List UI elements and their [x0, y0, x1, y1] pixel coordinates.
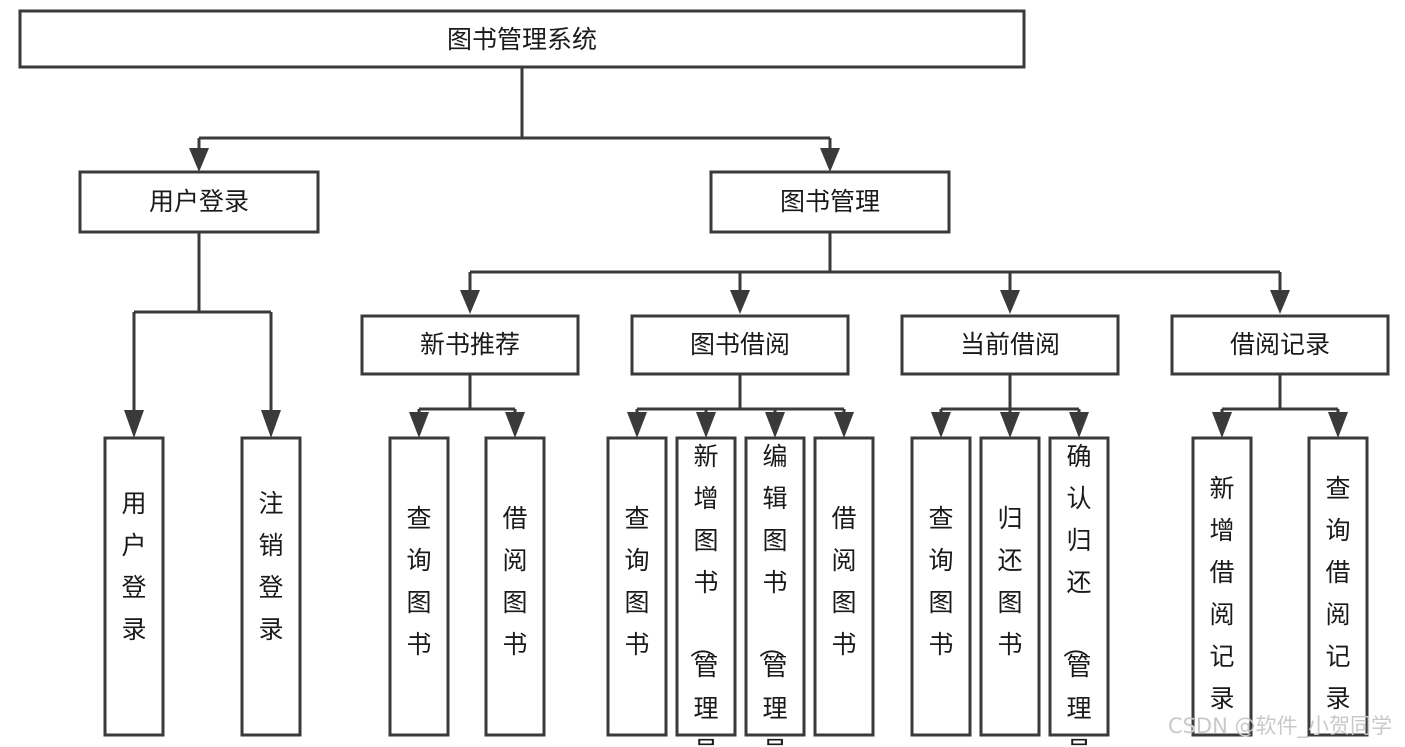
arrow-to-borrowrecord [1270, 290, 1290, 314]
leaf-book-borrow-borrow[interactable]: 借阅图书 [813, 436, 875, 737]
node-current-borrow-box [900, 314, 1120, 376]
leaf-book-borrow-edit-box [744, 436, 806, 737]
node-book-management[interactable]: 图书管理 [709, 170, 951, 234]
arrow-to-leaf-newbook-2 [505, 412, 525, 438]
arrow-to-leaf-bookborrow-3 [765, 412, 785, 438]
arrow-to-leaf-newbook-1 [409, 412, 429, 438]
node-book-management-label: 图书管理 [780, 187, 880, 216]
node-current-borrow-label: 当前借阅 [960, 330, 1060, 359]
leaf-current-borrow-return[interactable]: 归还图书 [979, 436, 1041, 737]
node-new-book-recommend-box [360, 314, 580, 376]
leaf-user-login-login-label: 用户登录 [121, 489, 146, 644]
leaf-current-borrow-confirm[interactable]: 确认归还（管理员） [1048, 436, 1110, 747]
node-new-book-recommend-label: 新书推荐 [420, 330, 520, 359]
node-current-borrow[interactable]: 当前借阅 [900, 314, 1120, 376]
node-root-book-management-system[interactable]: 图书管理系统 [18, 9, 1026, 69]
leaf-borrow-record-query-box [1307, 436, 1369, 737]
leaf-borrow-record-add[interactable]: 新增借阅记录 [1191, 436, 1253, 737]
leaf-current-borrow-query-label: 查询图书 [928, 504, 953, 659]
arrow-to-leaf-borrowrecord-2 [1328, 412, 1348, 438]
leaf-book-borrow-add-box [675, 436, 737, 737]
arrow-to-userlogin [189, 148, 209, 172]
leaf-borrow-record-query[interactable]: 查询借阅记录 [1307, 436, 1369, 737]
arrow-to-leaf-bookborrow-2 [696, 412, 716, 438]
leaf-user-login-logout-label: 注销登录 [258, 489, 283, 644]
leaf-current-borrow-return-label: 归还图书 [997, 504, 1022, 659]
arrow-to-leaf-bookborrow-1 [627, 412, 647, 438]
leaf-user-login-logout[interactable]: 注销登录 [240, 436, 302, 737]
leaf-book-borrow-edit-label: 编辑图书（管理员） [756, 442, 787, 747]
leaf-book-borrow-query-label: 查询图书 [624, 504, 649, 659]
node-book-borrow[interactable]: 图书借阅 [630, 314, 850, 376]
leaf-book-borrow-query[interactable]: 查询图书 [606, 436, 668, 737]
leaf-current-borrow-query[interactable]: 查询图书 [910, 436, 972, 737]
arrow-to-leaf-borrowrecord-1 [1212, 412, 1232, 438]
arrow-to-leaf-userlogin-2 [261, 410, 281, 438]
leaf-user-login-logout-box [240, 436, 302, 737]
leaf-new-book-query-label: 查询图书 [406, 504, 431, 659]
arrow-to-leaf-currentborrow-3 [1069, 412, 1089, 438]
leaf-borrow-record-add-label: 新增借阅记录 [1209, 474, 1234, 713]
leaf-new-book-borrow-label: 借阅图书 [502, 504, 527, 659]
arrow-to-leaf-bookborrow-4 [834, 412, 854, 438]
leaf-new-book-query-box [388, 436, 450, 737]
leaf-borrow-record-add-box [1191, 436, 1253, 737]
node-borrow-record-box [1170, 314, 1390, 376]
arrow-to-leaf-currentborrow-2 [1000, 412, 1020, 438]
node-borrow-record-label: 借阅记录 [1230, 330, 1330, 359]
arrowheads-group [124, 148, 1348, 438]
leaf-book-borrow-borrow-box [813, 436, 875, 737]
node-user-login-label: 用户登录 [149, 187, 249, 216]
leaf-current-borrow-return-box [979, 436, 1041, 737]
arrow-to-currentborrow [1000, 290, 1020, 314]
node-root-label: 图书管理系统 [447, 25, 597, 54]
node-root-box [18, 9, 1026, 69]
arrow-to-leaf-currentborrow-1 [931, 412, 951, 438]
leaf-borrow-record-query-label: 查询借阅记录 [1325, 474, 1350, 713]
arrow-to-bookmgmt [820, 148, 840, 172]
node-new-book-recommend[interactable]: 新书推荐 [360, 314, 580, 376]
node-user-login-box [78, 170, 320, 234]
leaf-new-book-borrow-box [484, 436, 546, 737]
node-user-login[interactable]: 用户登录 [78, 170, 320, 234]
node-book-management-box [709, 170, 951, 234]
node-borrow-record[interactable]: 借阅记录 [1170, 314, 1390, 376]
node-book-borrow-box [630, 314, 850, 376]
leaf-user-login-login-box [103, 436, 165, 737]
csdn-watermark: CSDN @软件_小贺同学 [1168, 714, 1392, 739]
leaf-book-borrow-query-box [606, 436, 668, 737]
leaf-book-borrow-add-label: 新增图书（管理员） [687, 442, 718, 747]
leaf-current-borrow-query-box [910, 436, 972, 737]
arrow-to-newbook [460, 290, 480, 314]
leaf-new-book-query[interactable]: 查询图书 [388, 436, 450, 737]
leaf-book-borrow-edit[interactable]: 编辑图书（管理员） [744, 436, 806, 747]
leaf-book-borrow-add[interactable]: 新增图书（管理员） [675, 436, 737, 747]
leaf-new-book-borrow[interactable]: 借阅图书 [484, 436, 546, 737]
leaf-user-login-login[interactable]: 用户登录 [103, 436, 165, 737]
leaf-current-borrow-confirm-label: 确认归还（管理员） [1060, 442, 1091, 747]
node-book-borrow-label: 图书借阅 [690, 330, 790, 359]
arrow-to-bookborrow [730, 290, 750, 314]
leaf-book-borrow-borrow-label: 借阅图书 [831, 504, 856, 659]
arrow-to-leaf-userlogin-1 [124, 410, 144, 438]
leaf-current-borrow-confirm-box [1048, 436, 1110, 737]
